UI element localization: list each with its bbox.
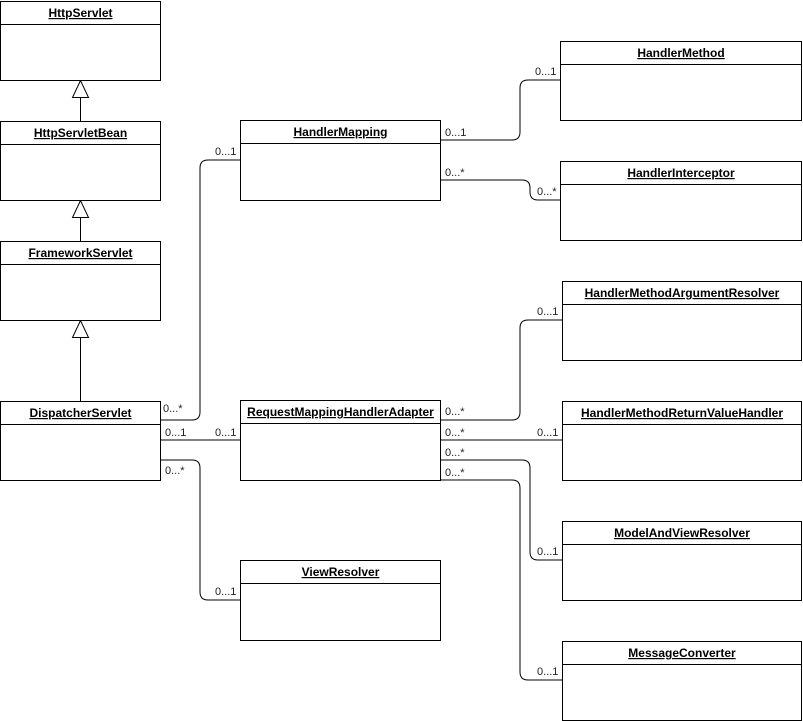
class-box-modelandviewresolver[interactable]: ModelAndViewResolver: [562, 521, 802, 601]
class-box-handlermethodargumentresolver[interactable]: HandlerMethodArgumentResolver: [562, 281, 802, 361]
class-box-frame: [240, 400, 441, 481]
class-box-viewresolver[interactable]: ViewResolver: [240, 560, 441, 641]
class-box-handlermapping[interactable]: HandlerMapping: [240, 120, 441, 201]
multiplicity-labels: 0...* 0...1 0...1 0...1 0...* 0...1 0...1 0...1…: [163, 66, 558, 678]
multiplicity-source: 0...*: [445, 427, 465, 439]
class-box-frame: [240, 120, 441, 201]
association-requestmappinghandleradapter-handlermethodargumentresolver[interactable]: [440, 319, 562, 421]
hollow-triangle-arrowhead-icon: [71, 199, 90, 218]
association-line: [160, 459, 240, 601]
hollow-triangle-arrowhead-icon: [71, 319, 90, 338]
multiplicity-target: 0...1: [215, 146, 236, 158]
association-dispatcherservlet-viewresolver[interactable]: [160, 459, 240, 601]
class-name: HttpServlet: [48, 6, 112, 20]
generalization-httpservletbean[interactable]: [71, 79, 90, 122]
class-box-frame: [562, 641, 802, 721]
class-name: ModelAndViewResolver: [614, 526, 750, 540]
hollow-triangle-arrowhead-icon: [71, 79, 90, 98]
multiplicity-target: 0...1: [215, 427, 236, 439]
class-box-httpservlet[interactable]: HttpServlet: [0, 1, 161, 81]
class-box-handlermethodreturnvaluehandler[interactable]: HandlerMethodReturnValueHandler: [562, 401, 802, 481]
generalization-dispatcherservlet[interactable]: [71, 319, 90, 402]
association-line: [440, 479, 562, 681]
multiplicity-source: 0...*: [445, 406, 465, 418]
class-box-handlermethod[interactable]: HandlerMethod: [560, 41, 802, 121]
multiplicity-target: 0...1: [537, 306, 558, 318]
class-name: FrameworkServlet: [28, 246, 132, 260]
class-name: HandlerMethodReturnValueHandler: [581, 406, 783, 420]
class-name: RequestMappingHandlerAdapter: [247, 405, 434, 419]
multiplicity-target: 0...1: [537, 546, 558, 558]
class-box-requestmappinghandleradapter[interactable]: RequestMappingHandlerAdapter: [240, 400, 441, 481]
association-line: [440, 79, 560, 141]
class-name: DispatcherServlet: [29, 406, 131, 420]
class-box-frame: [0, 241, 161, 321]
association-requestmappinghandleradapter-modelandviewresolver[interactable]: [440, 459, 562, 561]
class-name: HandlerMethod: [637, 46, 724, 60]
class-name: HandlerMethodArgumentResolver: [585, 286, 780, 300]
association-dispatcherservlet-handlermapping[interactable]: [160, 159, 240, 421]
class-box-frame: [0, 121, 161, 201]
class-box-frame: [240, 560, 441, 641]
association-handlermapping-handlerinterceptor[interactable]: [440, 179, 560, 201]
class-name: ViewResolver: [302, 565, 380, 579]
association-line: [440, 179, 560, 201]
class-box-frame: [560, 161, 802, 241]
multiplicity-source: 0...*: [163, 403, 183, 415]
class-box-frame: [562, 401, 802, 481]
connectors: [71, 79, 562, 681]
association-line: [160, 159, 240, 421]
multiplicity-source: 0...1: [165, 427, 186, 439]
association-requestmappinghandleradapter-messageconverter[interactable]: [440, 479, 562, 681]
multiplicity-target: 0...1: [535, 66, 556, 78]
class-box-dispatcherservlet[interactable]: DispatcherServlet: [0, 401, 161, 481]
class-name: MessageConverter: [628, 646, 736, 660]
class-box-messageconverter[interactable]: MessageConverter: [562, 641, 802, 721]
generalization-frameworkservlet[interactable]: [71, 199, 90, 242]
association-handlermapping-handlermethod[interactable]: [440, 79, 560, 141]
association-line: [440, 459, 562, 561]
association-line: [440, 319, 562, 421]
class-box-frame: [0, 1, 161, 81]
class-box-frameworkservlet[interactable]: FrameworkServlet: [0, 241, 161, 321]
class-box-frame: [562, 281, 802, 361]
multiplicity-source: 0...*: [445, 467, 465, 479]
class-name: HandlerInterceptor: [627, 166, 735, 180]
multiplicity-source: 0...*: [445, 447, 465, 459]
class-name: HandlerMapping: [293, 125, 387, 139]
class-name: HttpServletBean: [34, 126, 127, 140]
multiplicity-source: 0...*: [445, 167, 465, 179]
multiplicity-source: 0...1: [445, 127, 466, 139]
class-box-frame: [562, 521, 802, 601]
multiplicity-target: 0...1: [537, 666, 558, 678]
multiplicity-source: 0...*: [165, 465, 185, 477]
class-box-frame: [0, 401, 161, 481]
multiplicity-target: 0...1: [215, 586, 236, 598]
class-box-httpservletbean[interactable]: HttpServletBean: [0, 121, 161, 201]
class-box-frame: [560, 41, 802, 121]
multiplicity-target: 0...1: [537, 427, 558, 439]
multiplicity-target: 0...*: [537, 186, 557, 198]
class-box-handlerinterceptor[interactable]: HandlerInterceptor: [560, 161, 802, 241]
